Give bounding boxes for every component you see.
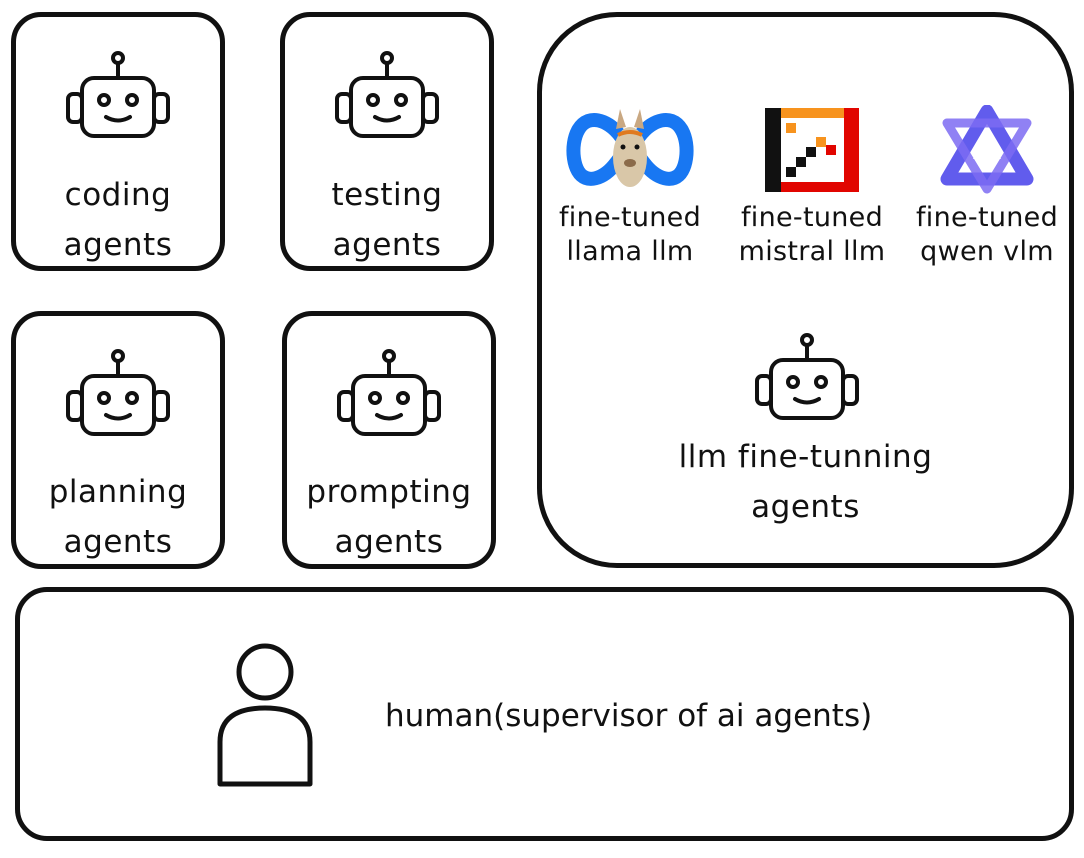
robot-icon bbox=[62, 50, 174, 146]
mistral-icon bbox=[765, 108, 859, 192]
robot-icon bbox=[62, 348, 174, 444]
qwen-icon bbox=[940, 105, 1034, 194]
robot-icon bbox=[751, 332, 863, 428]
robot-icon bbox=[331, 50, 443, 146]
person-icon bbox=[217, 643, 313, 787]
meta-llama-icon bbox=[566, 109, 694, 187]
robot-icon bbox=[333, 348, 445, 444]
human-supervisor-box bbox=[15, 587, 1074, 841]
human-label: human(supervisor of ai agents) bbox=[385, 698, 873, 734]
